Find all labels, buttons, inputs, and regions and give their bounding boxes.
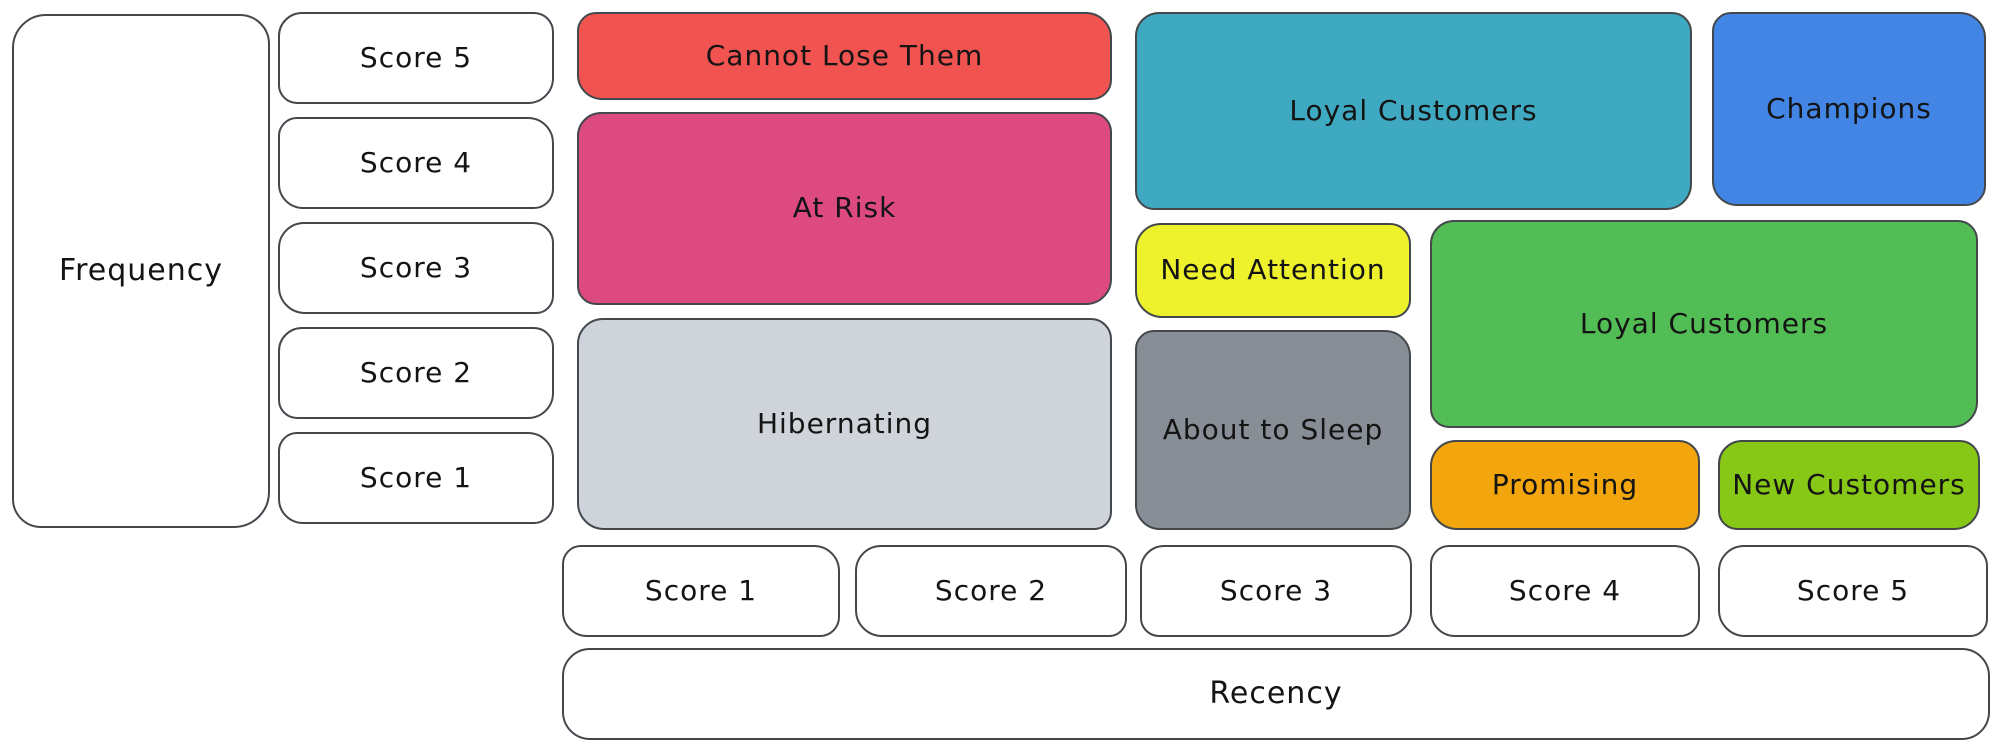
segment-hibernating: Hibernating [577,318,1112,530]
frequency-score-5: Score 5 [278,12,554,104]
segment-cannot-lose-them: Cannot Lose Them [577,12,1112,100]
segment-promising: Promising [1430,440,1700,530]
segment-need-attention: Need Attention [1135,223,1411,318]
recency-score-5: Score 5 [1718,545,1988,637]
segment-new-customers: New Customers [1718,440,1980,530]
segment-loyal-customers-mid: Loyal Customers [1430,220,1978,428]
recency-axis-label: Recency [562,648,1990,740]
frequency-axis-label: Frequency [12,14,270,528]
segment-at-risk: At Risk [577,112,1112,305]
recency-score-1: Score 1 [562,545,840,637]
segment-about-to-sleep: About to Sleep [1135,330,1411,530]
recency-score-3: Score 3 [1140,545,1412,637]
frequency-score-3: Score 3 [278,222,554,314]
frequency-score-1: Score 1 [278,432,554,524]
frequency-score-4: Score 4 [278,117,554,209]
recency-score-2: Score 2 [855,545,1127,637]
recency-score-4: Score 4 [1430,545,1700,637]
segment-champions: Champions [1712,12,1986,206]
segment-loyal-customers-top: Loyal Customers [1135,12,1692,210]
frequency-score-2: Score 2 [278,327,554,419]
